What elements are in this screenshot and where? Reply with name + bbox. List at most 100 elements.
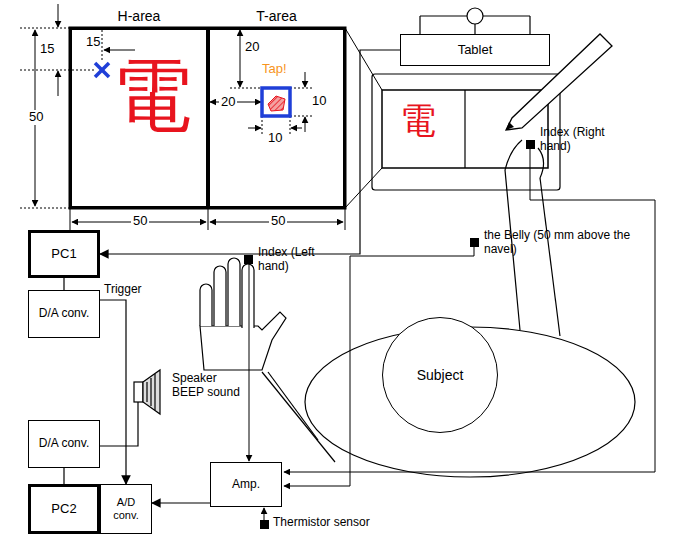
left-hand [214,266,226,326]
speaker-symbol [143,370,160,414]
sensor-wire [249,149,655,520]
dimension-lines [58,71,59,96]
area-heading: T-area [210,8,343,24]
subject-body [505,140,544,178]
target-square [262,88,290,116]
speaker-label: Speaker BEEP sound [172,372,246,400]
zoom-leader [345,28,382,90]
sensor-marker [244,140,535,529]
tablet-device [474,24,475,34]
dimension-lines [104,50,135,51]
node-label: Amp. [232,478,260,492]
computer-box: PC1 [28,230,100,278]
subject-head: Subject [382,317,498,433]
dimension-value: 20 [245,40,259,55]
dimension-value: 20 [219,95,237,110]
zoom-leader [345,28,382,208]
sensor-wire [284,149,655,472]
converter-box: D/A conv. [28,420,100,468]
dimension-lines [248,128,261,129]
dimension-lines [305,72,306,87]
tablet-device [464,90,465,168]
sensor-wire [264,508,265,520]
left-hand [200,284,212,326]
dimension-lines [102,30,103,62]
dimension-lines [20,70,95,71]
node-label: PC2 [51,502,76,517]
start-cross [95,63,109,77]
signal-line [63,468,64,484]
sensor-label: Thermistor sensor [273,516,370,530]
speaker-symbol [154,374,155,410]
node-label: PC1 [51,247,76,262]
dimension-value: 15 [40,42,54,57]
dimension-lines [290,116,291,134]
sensor-wire [249,264,250,461]
area-heading: H-area [72,8,206,24]
target-character: 電 [400,103,436,139]
dimension-lines [240,30,241,87]
speaker-symbol [100,370,160,446]
dimension-lines [208,208,209,230]
node-label: Tablet [458,43,493,58]
dimension-value: 10 [312,94,326,109]
tablet-device [467,8,483,24]
computer-box: PC2 [28,484,100,534]
zoom-leader [345,168,382,208]
dimension-lines [290,88,312,89]
tablet-device [529,16,530,34]
dimension-value: 50 [269,214,287,229]
node-label: D/A conv. [39,307,89,321]
dimension-lines [305,117,306,132]
dimension-lines [262,116,263,134]
sensor-label: Index (Right hand) [540,126,622,154]
dimension-lines [345,208,346,230]
zoom-frame [70,28,345,208]
target-character: 電 [112,56,192,136]
subject-body [262,140,635,477]
tablet-device [483,15,530,16]
dimension-lines [291,128,302,129]
converter-box: D/A conv. [28,290,100,338]
dimension-value: 50 [131,214,149,229]
dimension-lines [230,88,262,89]
sensor-marker [526,140,535,149]
left-hand [228,258,240,326]
dimension-lines [58,4,59,27]
left-hand [242,264,254,328]
sensor-label: Index (Left hand) [258,246,330,274]
sensor-marker [260,520,269,529]
dimension-value: 50 [27,110,45,125]
speaker-symbol [134,382,143,402]
sensor-label: the Belly (50 mm above the navel) [484,229,634,257]
speaker-symbol [150,378,151,406]
speaker-symbol [100,402,138,446]
node-label: A/D conv. [109,496,143,521]
dimension-lines [20,28,70,29]
node-label: D/A conv. [39,437,89,451]
subject-body [262,372,335,462]
sensor-marker [244,255,253,264]
signal-line [152,502,210,503]
dimension-value: 10 [268,131,282,146]
dimension-lines [20,208,70,209]
stylus-pen [506,122,514,130]
sensor-marker [470,238,479,247]
tablet-device [382,90,548,168]
node-label: Subject [417,367,464,383]
tap-note: Tap! [262,62,287,77]
device-box: Tablet [400,34,550,66]
left-hand [200,258,286,370]
signal-line [100,50,400,254]
dimension-lines [290,116,312,117]
area-panel: T-area [208,28,345,208]
start-cross [95,63,109,77]
signal-label: Trigger [104,283,142,297]
converter-box: A/D conv. [100,484,152,534]
amplifier-box: Amp. [210,462,282,507]
dimension-lines [20,4,345,230]
tablet-device [420,15,467,16]
